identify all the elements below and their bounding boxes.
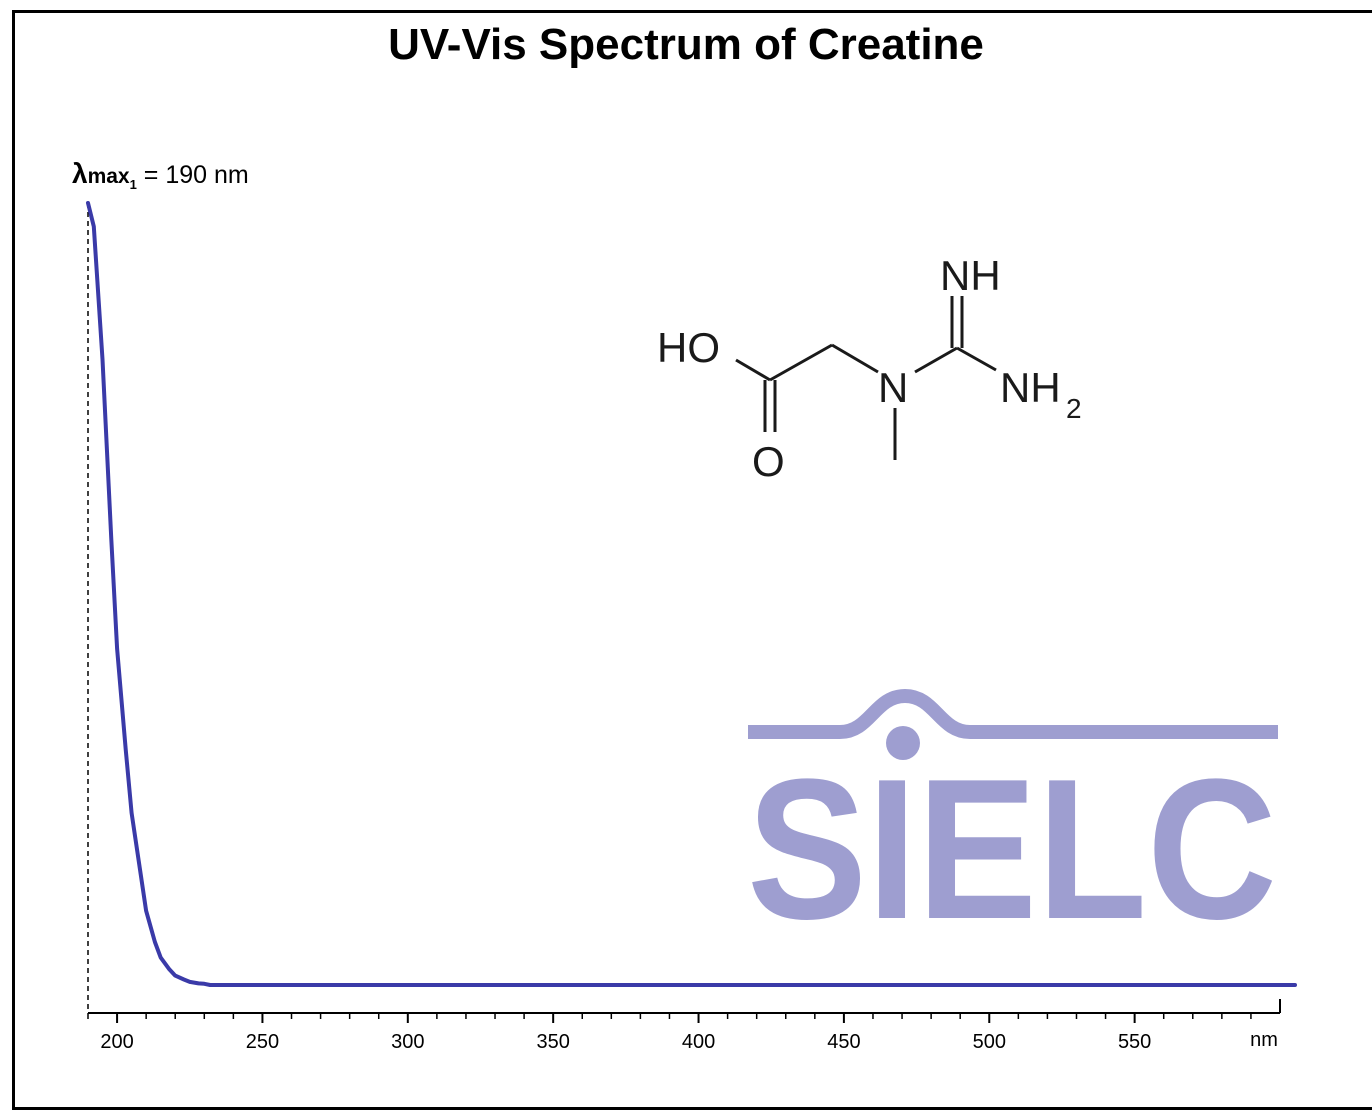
x-tick-label: 450 — [827, 1031, 860, 1053]
lambda-max-value: = 190 nm — [136, 161, 249, 189]
x-tick-label: 550 — [1118, 1031, 1151, 1053]
atom-n: N — [878, 364, 908, 411]
x-ticks — [87, 1013, 1252, 1023]
x-axis-unit-label: nm — [1250, 1029, 1278, 1051]
bond-n-c — [914, 346, 958, 374]
logo-wave — [748, 688, 1278, 739]
atom-ho: HO — [657, 324, 720, 371]
logo-text: SIELC — [747, 738, 1277, 961]
atom-o: O — [752, 438, 785, 485]
chart-frame — [12, 10, 1372, 1110]
x-tick-label: 300 — [391, 1031, 424, 1053]
logo-dot — [886, 726, 920, 760]
bond-ch2-n — [831, 343, 879, 374]
spectrum-line — [86, 201, 1297, 987]
x-tick-labels: 200 250 300 350 400 450 500 550 — [100, 1031, 1151, 1053]
sielc-logo: SIELC — [747, 688, 1278, 961]
creatine-structure: HO O N NH NH 2 — [657, 252, 1082, 485]
x-tick-label: 250 — [246, 1031, 279, 1053]
x-tick-label: 400 — [682, 1031, 715, 1053]
x-tick-label: 350 — [536, 1031, 569, 1053]
bond-ho-c — [735, 358, 771, 382]
x-tick-label: 500 — [973, 1031, 1006, 1053]
chart-title: UV-Vis Spectrum of Creatine — [388, 20, 984, 69]
atom-nh: NH — [940, 252, 1001, 299]
lambda-max-label: λmax1 = 190 nm — [72, 158, 249, 192]
atom-nh2-subscript: 2 — [1066, 393, 1082, 424]
bond-c-ch2 — [769, 343, 833, 382]
bond-c-nh2 — [956, 346, 997, 372]
lambda-symbol: λ — [72, 158, 88, 189]
lambda-max-text: max — [87, 165, 130, 188]
x-tick-label: 200 — [100, 1031, 133, 1053]
lambda-max-subscript: 1 — [129, 177, 137, 192]
atom-nh2: NH — [1000, 364, 1061, 411]
